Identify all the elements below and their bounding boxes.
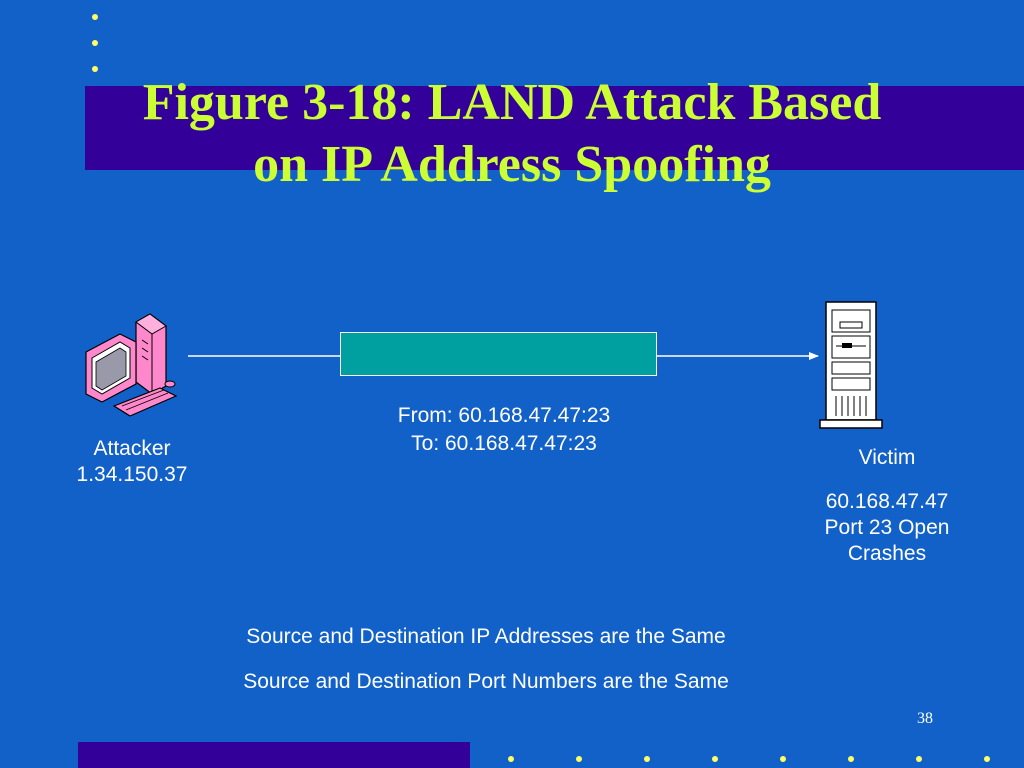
packet-from: From: 60.168.47.47:23 — [397, 404, 611, 427]
slide-number: 38 — [917, 710, 933, 727]
victim-status: Crashes — [847, 542, 927, 565]
victim-ip: 60.168.47.47 — [825, 490, 949, 513]
packet-label: From: 60.168.47.47:23 To: 60.168.47.47:2… — [324, 402, 684, 458]
decorative-dots-horizontal — [500, 748, 1010, 768]
attacker-name: Attacker — [93, 437, 171, 460]
victim-details: 60.168.47.47 Port 23 Open Crashes — [787, 489, 987, 567]
computer-icon — [85, 313, 178, 417]
note-port-same: Source and Destination Port Numbers are … — [243, 670, 729, 693]
victim-name: Victim — [858, 446, 916, 469]
slide-title-line1: Figure 3-18: LAND Attack Based — [142, 74, 882, 131]
title-band — [85, 86, 1024, 170]
victim-port: Port 23 Open — [824, 516, 950, 539]
attacker-ip: 1.34.150.37 — [76, 463, 188, 486]
attacker-label: Attacker 1.34.150.37 — [42, 436, 222, 488]
note-ip-same: Source and Destination IP Addresses are … — [246, 625, 726, 648]
bottom-band — [78, 742, 470, 768]
packet-box — [340, 332, 657, 376]
decorative-dots-vertical — [89, 10, 101, 80]
server-icon — [819, 301, 883, 429]
slide-title: Figure 3-18: LAND Attack Based on IP Add… — [60, 72, 964, 196]
slide-title-line2: on IP Address Spoofing — [253, 136, 771, 193]
packet-to: To: 60.168.47.47:23 — [411, 432, 597, 455]
